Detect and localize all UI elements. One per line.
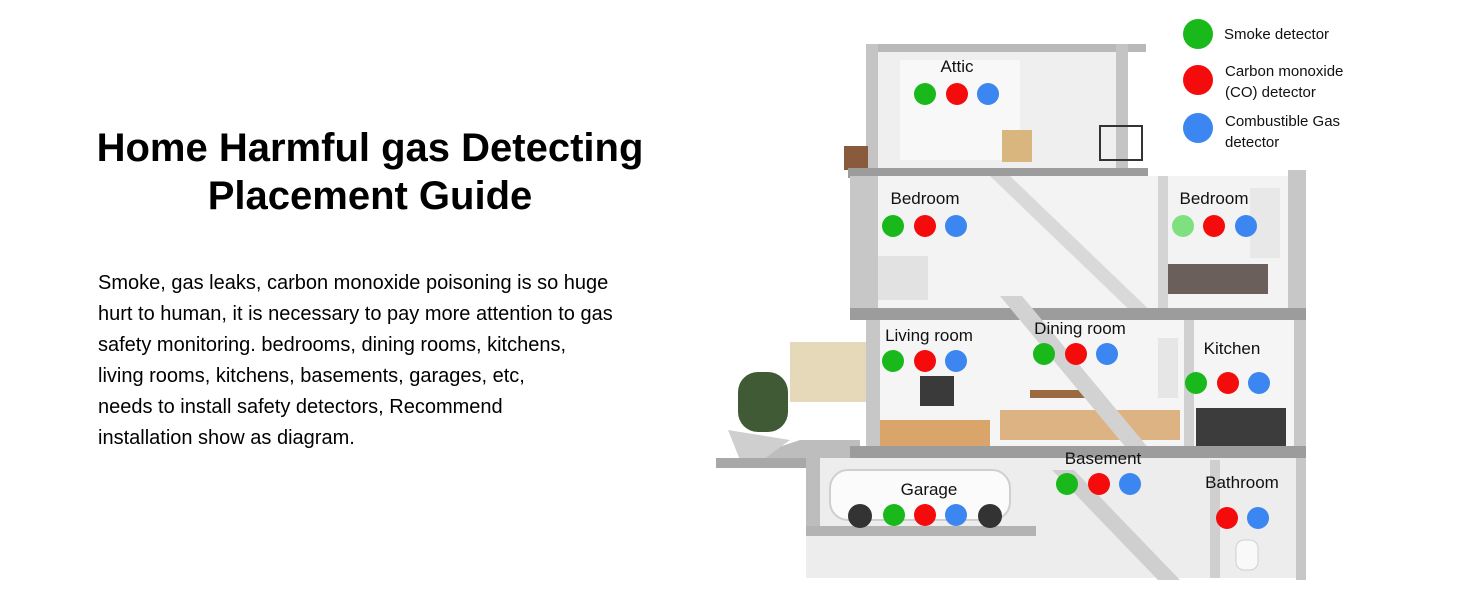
bathroom-divider	[1210, 460, 1220, 578]
room-label-bedroom-right: Bedroom	[1180, 189, 1249, 208]
dining-room-gas-detector-dot	[1096, 343, 1118, 365]
bathroom-co-detector-dot	[1216, 507, 1238, 529]
living-room-gas-detector-dot	[945, 350, 967, 372]
garage-floor	[806, 526, 1036, 536]
shrub	[738, 372, 788, 432]
second-floor-slab	[850, 308, 1306, 320]
room-label-bathroom: Bathroom	[1205, 473, 1279, 492]
bedroom-right-smoke-detector-dot	[1172, 215, 1194, 237]
kitchen-co-detector-dot	[1217, 372, 1239, 394]
attic-co-detector-dot	[946, 83, 968, 105]
first-floor-slab	[850, 446, 1306, 458]
garage-gas-detector-dot	[945, 504, 967, 526]
staircase-lower	[1052, 470, 1180, 580]
attic-wall-left	[866, 44, 878, 172]
room-label-garage: Garage	[901, 480, 958, 499]
kitchen-counter	[1196, 408, 1286, 446]
bedroom-left-gas-detector-dot	[945, 215, 967, 237]
dining-floor-wood	[1000, 410, 1180, 440]
patio-steps	[728, 430, 790, 462]
fireplace	[920, 376, 954, 406]
legend-co-dot	[1183, 65, 1213, 95]
legend-gas-label-line1: Combustible Gas	[1225, 113, 1340, 130]
attic-planter	[844, 146, 868, 170]
living-room-smoke-detector-dot	[882, 350, 904, 372]
living-floor-wood	[880, 420, 990, 446]
garage-wall-left	[806, 458, 820, 534]
legend-gas-dot	[1183, 113, 1213, 143]
garage-co-detector-dot	[914, 504, 936, 526]
attic-roof	[866, 44, 1146, 52]
attic-smoke-detector-dot	[914, 83, 936, 105]
basement-gas-detector-dot	[1119, 473, 1141, 495]
basement-smoke-detector-dot	[1056, 473, 1078, 495]
attic-gas-detector-dot	[977, 83, 999, 105]
legend-co-label-line2: (CO) detector	[1225, 84, 1316, 101]
kitchen-smoke-detector-dot	[1185, 372, 1207, 394]
dining-room-smoke-detector-dot	[1033, 343, 1055, 365]
dining-table	[1030, 390, 1090, 398]
legend-smoke-dot	[1183, 19, 1213, 49]
second-floor-wall-left	[850, 176, 878, 310]
car-wheel-rear	[978, 504, 1002, 528]
title-line-1: Home Harmful gas Detecting	[96, 126, 644, 170]
second-floor-wall-right	[1288, 170, 1306, 310]
room-label-basement: Basement	[1065, 449, 1142, 468]
living-room-co-detector-dot	[914, 350, 936, 372]
bedroom-right-gas-detector-dot	[1235, 215, 1257, 237]
bedroom-right-bed	[1168, 264, 1268, 294]
terrace-railing	[1099, 125, 1143, 161]
car-wheel-front	[848, 504, 872, 528]
attic-window	[900, 60, 1020, 160]
description-text: Smoke, gas leaks, carbon monoxide poison…	[98, 272, 613, 449]
bedroom-left-co-detector-dot	[914, 215, 936, 237]
bedroom-left-smoke-detector-dot	[882, 215, 904, 237]
kitchen-gas-detector-dot	[1248, 372, 1270, 394]
attic-cabinet	[1002, 130, 1032, 162]
attic-wall-right	[1116, 44, 1128, 172]
legend: Smoke detector Carbon monoxide (CO) dete…	[1183, 19, 1343, 151]
refrigerator	[1158, 338, 1178, 398]
bedroom-divider	[1158, 176, 1168, 310]
garage-smoke-detector-dot	[883, 504, 905, 526]
first-floor-wall-left	[866, 320, 880, 450]
bedroom-right-co-detector-dot	[1203, 215, 1225, 237]
attic-floor-slab	[848, 168, 1148, 178]
bathroom-gas-detector-dot	[1247, 507, 1269, 529]
bedroom-left-bed	[878, 256, 928, 300]
legend-gas-label-line2: detector	[1225, 134, 1279, 151]
basement-wall-right	[1296, 458, 1306, 580]
toilet	[1235, 539, 1259, 571]
page-title: Home Harmful gas Detecting Placement Gui…	[40, 124, 700, 220]
basement-co-detector-dot	[1088, 473, 1110, 495]
legend-smoke-label: Smoke detector	[1224, 26, 1329, 43]
room-label-kitchen: Kitchen	[1204, 339, 1261, 358]
room-label-attic: Attic	[940, 57, 974, 76]
title-line-2: Placement Guide	[207, 174, 533, 218]
first-floor-wall-right	[1294, 320, 1306, 450]
patio-fence	[790, 342, 870, 402]
room-label-dining-room: Dining room	[1034, 319, 1126, 338]
legend-co-label-line1: Carbon monoxide	[1225, 63, 1343, 80]
patio-edge	[716, 458, 856, 468]
dining-room-co-detector-dot	[1065, 343, 1087, 365]
room-label-bedroom-left: Bedroom	[891, 189, 960, 208]
staircase-middle	[1000, 296, 1150, 450]
staircase-upper	[990, 176, 1160, 320]
room-label-living-room: Living room	[885, 326, 973, 345]
